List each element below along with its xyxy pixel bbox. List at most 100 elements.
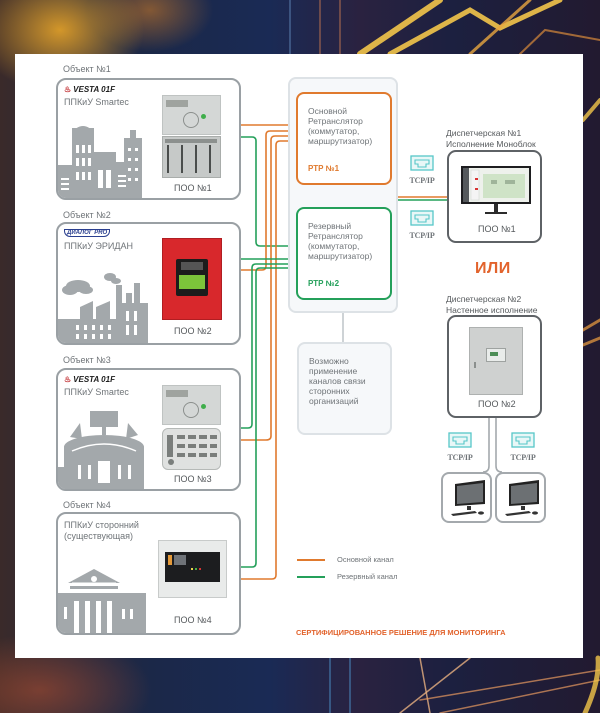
repeater-backup-line: (коммутатор, <box>308 241 360 251</box>
line-obj4-primary <box>240 140 296 580</box>
tcp-ip-backup: TCP/IP <box>405 210 439 240</box>
object-4-panel-note: (существующая) <box>64 531 134 541</box>
repeater-primary-line: маршрутизатор) <box>308 136 373 146</box>
dispatch-1-box: ПОО №1 <box>447 150 542 243</box>
repeater-primary: Основной Ретранслятор (коммутатор, маршр… <box>296 92 392 185</box>
repeater-backup-line: Ретранслятор <box>308 231 363 241</box>
keypad-device <box>162 385 221 425</box>
object-2-label: Объект №2 <box>63 210 111 220</box>
tcp-ip-label: TCP/IP <box>510 453 536 462</box>
dispatch-1-label: Диспетчерская №1 Исполнение Моноблок <box>446 128 536 149</box>
dispatch-1-title: Диспетчерская №1 <box>446 128 522 138</box>
object-1-card: ♨VESTA 01F ППКиУ Smartec <box>56 78 241 200</box>
repeater-backup-tag: РТР №2 <box>308 279 340 288</box>
repeater-backup-line: Резервный <box>308 221 352 231</box>
object-4-panel-name: ППКиУ сторонний <box>64 520 139 530</box>
repeater-primary-line: Ретранслятор <box>308 116 363 126</box>
object-1-panel-name: ППКиУ Smartec <box>64 97 129 107</box>
third-party-line: каналов связи <box>309 376 366 386</box>
repeater-backup: Резервный Ретранслятор (коммутатор, марш… <box>296 207 392 300</box>
third-party-desc: Возможно применение каналов связи сторон… <box>309 356 366 406</box>
legend-primary-label: Основной канал <box>337 555 394 564</box>
button-grid <box>167 435 217 465</box>
tcp-ip-label: TCP/IP <box>447 453 473 462</box>
object-3-panel-name: ППКиУ Smartec <box>64 387 129 397</box>
object-2-poo-label: ПОО №2 <box>174 326 212 336</box>
line-obj4-backup <box>240 267 296 568</box>
object-3-label: Объект №3 <box>63 355 111 365</box>
line-obj2-primary <box>240 130 296 271</box>
line-obj1-backup <box>240 136 296 247</box>
flame-icon: ♨ <box>64 85 72 94</box>
object-1-brand: ♨VESTA 01F <box>64 85 115 94</box>
object-2-card: ДИАЛОГ PRO ППКиУ ЭРИДАН ПОО №2 <box>56 222 241 345</box>
city-buildings-icon <box>58 126 142 198</box>
object-1-label: Объект №1 <box>63 64 111 74</box>
ethernet-port-icon <box>511 432 535 448</box>
line-obj3-primary <box>240 135 296 441</box>
led-panel-device <box>162 136 221 178</box>
legend-backup-label: Резервный канал <box>337 572 398 581</box>
or-label: ИЛИ <box>475 260 511 277</box>
workstation-2-box <box>495 472 546 523</box>
object-1-poo-label: ПОО №1 <box>174 183 212 193</box>
object-3-brand: ♨VESTA 01F <box>64 375 115 384</box>
factory-icon <box>58 273 148 343</box>
dispatch-2-title: Диспетчерская №2 <box>446 294 522 304</box>
repeater-primary-line: Основной <box>308 106 347 116</box>
repeater-primary-desc: Основной Ретранслятор (коммутатор, маршр… <box>308 106 372 146</box>
tcp-ip-label: TCP/IP <box>409 176 435 185</box>
button-panel-device <box>162 428 221 470</box>
red-cabinet-device <box>162 238 222 320</box>
dispatch-2-subtitle: Настенное исполнение <box>446 304 538 315</box>
ethernet-port-icon <box>448 432 472 448</box>
classical-building-icon <box>58 569 146 633</box>
tcp-ip-pc-1: TCP/IP <box>443 432 477 462</box>
desktop-computer-icon <box>451 480 485 516</box>
legend-primary-swatch <box>297 559 325 561</box>
tcp-ip-label: TCP/IP <box>409 231 435 240</box>
object-2-panel-name: ППКиУ ЭРИДАН <box>64 241 133 251</box>
stadium-icon <box>58 411 144 489</box>
object-4-poo-label: ПОО №4 <box>174 615 212 625</box>
line-dispatch2-to-pc1 <box>482 417 490 473</box>
object-3-card: ♨VESTA 01F ППКиУ Smartec <box>56 368 241 491</box>
shield-logo-icon: ДИАЛОГ PRO <box>64 229 111 237</box>
third-party-line: применение <box>309 366 358 376</box>
repeater-backup-line: маршрутизатор) <box>308 251 373 261</box>
wall-cabinet-icon <box>469 327 523 395</box>
third-party-channels-box: Возможно применение каналов связи сторон… <box>297 342 392 435</box>
repeater-primary-line: (коммутатор, <box>308 126 360 136</box>
object-4-card: ППКиУ сторонний (существующая) ПОО №4 <box>56 512 241 635</box>
dispatch-2-box: ПОО №2 <box>447 315 542 418</box>
dispatch-2-label: Диспетчерская №2 Настенное исполнение <box>446 294 538 315</box>
led-grid <box>165 139 217 173</box>
object-3-brand-text: VESTA 01F <box>73 375 115 384</box>
third-party-line: сторонних <box>309 386 350 396</box>
ethernet-port-icon <box>410 210 434 226</box>
tcp-ip-pc-2: TCP/IP <box>506 432 540 462</box>
dispatch-2-poo-label: ПОО №2 <box>478 399 516 409</box>
keypad-device <box>162 95 221 135</box>
object-4-label: Объект №4 <box>63 500 111 510</box>
ethernet-port-icon <box>410 155 434 171</box>
fire-alarm-panel-device <box>158 540 227 598</box>
object-2-brand: ДИАЛОГ PRO <box>64 229 111 237</box>
desktop-computer-icon <box>505 480 539 516</box>
workstation-1-box <box>441 472 492 523</box>
dispatch-1-subtitle: Исполнение Моноблок <box>446 138 536 149</box>
footer-caption: СЕРТИФИЦИРОВАННОЕ РЕШЕНИЕ ДЛЯ МОНИТОРИНГ… <box>296 628 506 637</box>
tcp-ip-primary: TCP/IP <box>405 155 439 185</box>
third-party-line: организаций <box>309 396 359 406</box>
line-dispatch2-to-pc2 <box>495 417 503 473</box>
dispatch-1-poo-label: ПОО №1 <box>478 224 516 234</box>
flame-icon: ♨ <box>64 375 72 384</box>
object-3-poo-label: ПОО №3 <box>174 474 212 484</box>
object-1-brand-text: VESTA 01F <box>73 85 115 94</box>
line-obj3-backup <box>240 263 296 429</box>
monoblock-monitor-icon <box>461 166 531 214</box>
third-party-line: Возможно <box>309 356 349 366</box>
legend-backup-swatch <box>297 576 325 578</box>
repeater-backup-desc: Резервный Ретранслятор (коммутатор, марш… <box>308 221 372 261</box>
repeater-primary-tag: РТР №1 <box>308 164 340 173</box>
